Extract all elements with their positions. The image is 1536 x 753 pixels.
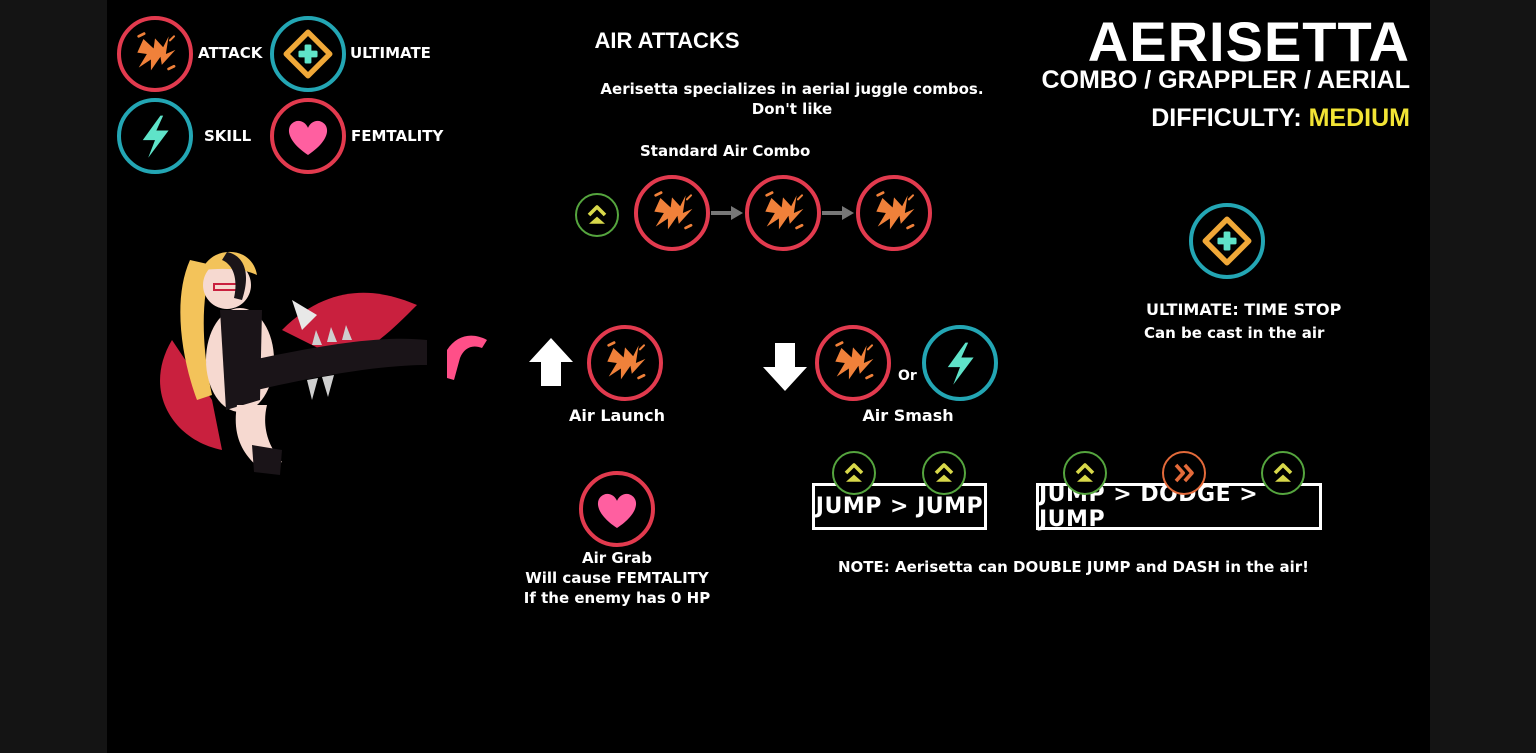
femtality-icon: [579, 471, 655, 547]
attack-icon: [634, 175, 710, 251]
character-illustration: [160, 251, 487, 475]
section-title: AIR ATTACKS: [594, 28, 740, 53]
air-grab-line2: Will cause FEMTALITY: [525, 569, 709, 587]
ultimate-desc: Can be cast in the air: [1144, 324, 1325, 342]
attack-icon: [117, 16, 193, 92]
attack-icon: [815, 325, 891, 401]
skill-icon: [922, 325, 998, 401]
femtality-icon: [270, 98, 346, 174]
arrow-right-icon: [711, 206, 743, 220]
ultimate-icon: [1189, 203, 1265, 279]
jump-icon: [832, 451, 876, 495]
difficulty-row: DIFFICULTY: MEDIUM: [1151, 104, 1410, 133]
air-smash-label: Air Smash: [862, 406, 954, 425]
attack-icon: [587, 325, 663, 401]
skill-icon: [117, 98, 193, 174]
legend-skill-label: SKILL: [204, 127, 252, 145]
combo-title: Standard Air Combo: [640, 142, 811, 160]
jump-icon: [1261, 451, 1305, 495]
attack-icon: [856, 175, 932, 251]
arrow-right-icon: [822, 206, 854, 220]
arrow-down-icon: [763, 343, 807, 391]
note-text: NOTE: Aerisetta can DOUBLE JUMP and DASH…: [838, 558, 1309, 576]
jump-icon: [575, 193, 619, 237]
description-line2: Don't like: [751, 100, 833, 118]
attack-icon: [745, 175, 821, 251]
jump-icon: [922, 451, 966, 495]
arrow-up-icon: [529, 338, 573, 386]
character-roles: COMBO / GRAPPLER / AERIAL: [1041, 66, 1410, 94]
legend-attack-label: ATTACK: [198, 44, 263, 62]
jump-jump-command: JUMP > JUMP: [812, 483, 987, 530]
legend-femtality-label: FEMTALITY: [351, 127, 444, 145]
air-grab-line3: If the enemy has 0 HP: [523, 589, 711, 607]
or-label: Or: [898, 368, 917, 384]
dodge-icon: [1162, 451, 1206, 495]
air-launch-label: Air Launch: [569, 406, 665, 425]
ultimate-icon: [270, 16, 346, 92]
description-line1: Aerisetta specializes in aerial juggle c…: [600, 80, 984, 98]
air-grab-info: Air Grab Will cause FEMTALITY If the ene…: [507, 548, 727, 608]
character-name: AERISETTA: [1087, 10, 1410, 73]
jump-icon: [1063, 451, 1107, 495]
air-grab-title: Air Grab: [582, 549, 652, 567]
difficulty-label: DIFFICULTY:: [1151, 104, 1302, 132]
guide-panel: ATTACK ULTIMATE SKILL FEMTALITY AIR ATTA…: [107, 0, 1430, 753]
legend-ultimate-label: ULTIMATE: [350, 44, 431, 62]
difficulty-value: MEDIUM: [1308, 104, 1410, 132]
ultimate-title: ULTIMATE: TIME STOP: [1146, 300, 1342, 319]
